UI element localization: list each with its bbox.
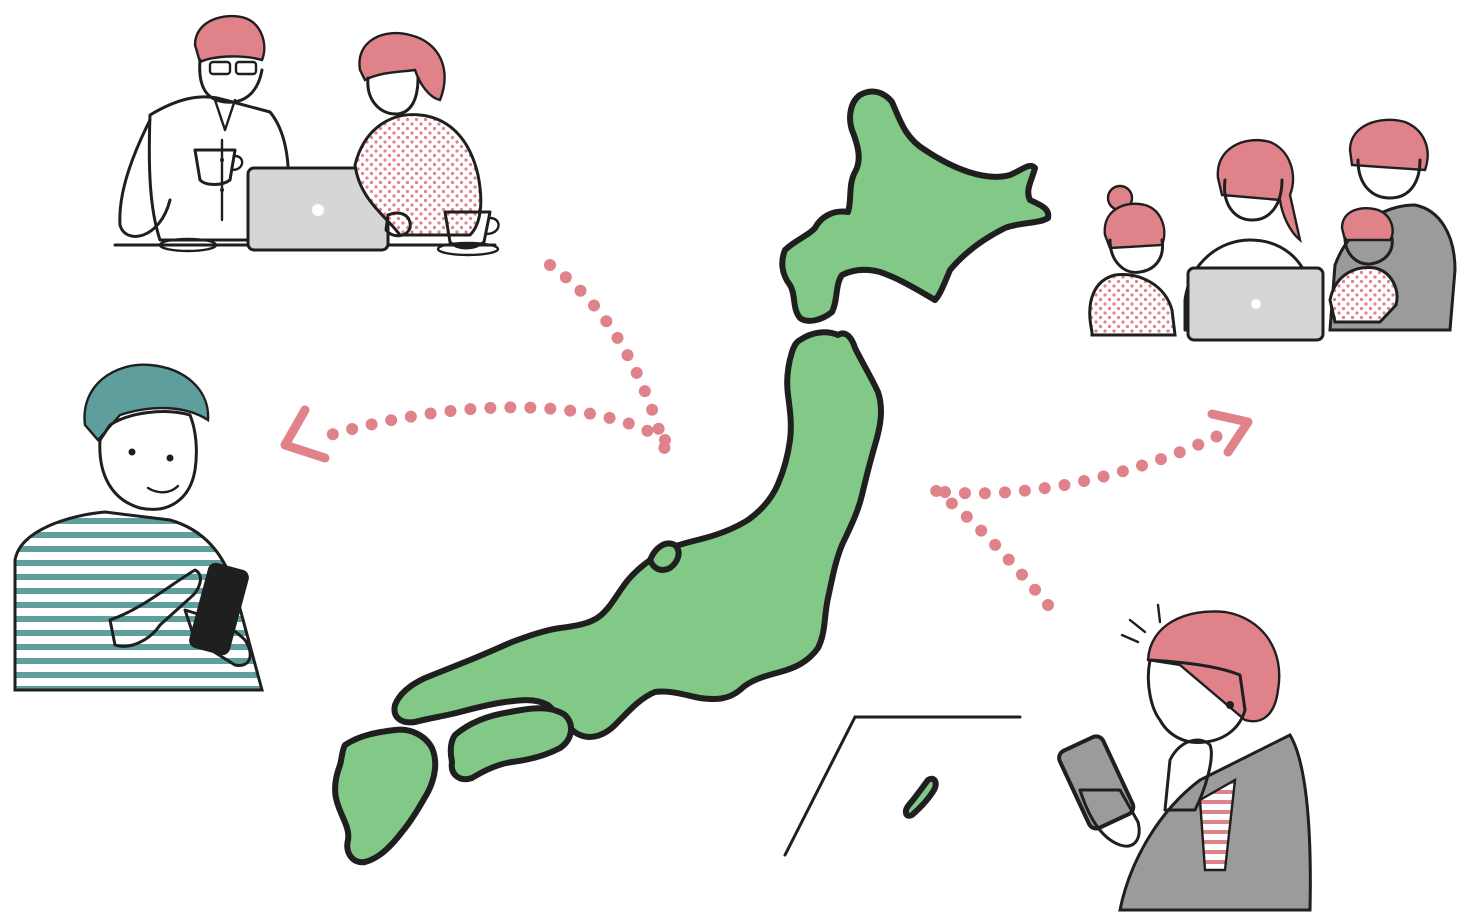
okinawa-island: [902, 775, 939, 819]
shikoku-island: [447, 705, 574, 783]
elderly-couple-laptop-icon: [113, 14, 500, 257]
kyushu-island: [332, 726, 439, 866]
glasses-icon: [208, 60, 232, 76]
smartphone-icon: [1057, 734, 1136, 831]
hokkaido-island: [779, 88, 1052, 324]
dotted-arrow-left: [280, 259, 671, 463]
dotted-arrow-right: [929, 409, 1253, 611]
man-smartphone-icon: [13, 363, 264, 692]
coffee-cup-icon: [193, 148, 237, 186]
japan-map-icon: [332, 88, 1052, 866]
okinawa-inset: [783, 715, 1022, 857]
family-laptop-icon: [1088, 118, 1457, 342]
noto-peninsula: [647, 540, 682, 573]
woman-smartphone-icon: [1057, 603, 1312, 912]
honshu-island: [391, 329, 885, 740]
